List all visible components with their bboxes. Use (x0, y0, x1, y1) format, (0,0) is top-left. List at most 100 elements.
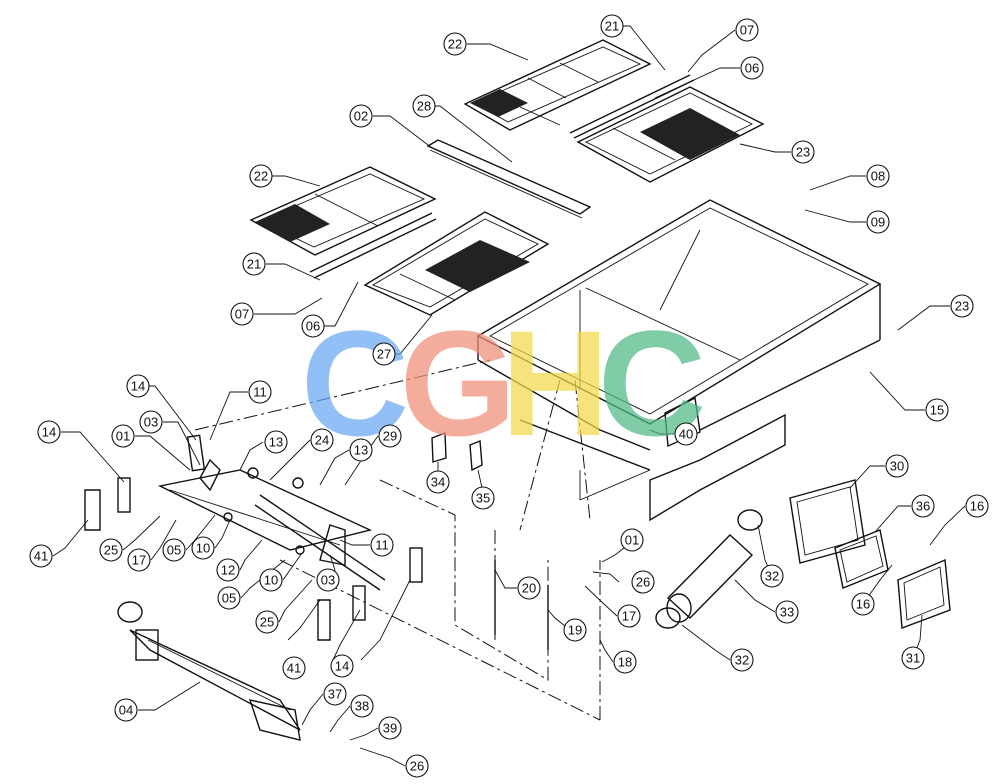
part-callout-12: 12 (216, 558, 240, 582)
part-callout-03: 03 (139, 410, 163, 434)
part-callout-11: 11 (248, 380, 272, 404)
part-callout-25: 25 (99, 538, 123, 562)
part-callout-15: 15 (925, 398, 949, 422)
cylinder-33 (666, 534, 754, 623)
part-callout-13: 13 (349, 438, 373, 462)
rail-center-28 (426, 139, 592, 219)
part-callout-label: 06 (306, 319, 320, 334)
part-callout-label: 38 (355, 699, 369, 714)
part-callout-label: 40 (679, 427, 693, 442)
part-callout-19: 19 (563, 618, 587, 642)
part-callout-label: 29 (383, 429, 397, 444)
part-callout-21: 21 (600, 14, 624, 38)
part-callout-label: 16 (856, 597, 870, 612)
part-callout-22: 22 (443, 32, 467, 56)
part-callout-34: 34 (426, 470, 450, 494)
part-callout-label: 41 (287, 661, 301, 676)
end-cap-32-upper (737, 509, 763, 531)
part-callout-label: 26 (410, 759, 424, 774)
part-callout-label: 17 (622, 609, 636, 624)
part-callout-label: 02 (354, 109, 368, 124)
part-callout-label: 13 (354, 443, 368, 458)
part-callout-label: 35 (476, 491, 490, 506)
part-callout-label: 22 (254, 169, 268, 184)
part-callout-14: 14 (126, 374, 150, 398)
part-callout-label: 37 (328, 687, 342, 702)
part-callout-label: 32 (735, 653, 749, 668)
part-callout-label: 03 (144, 415, 158, 430)
auger-assembly (117, 601, 301, 741)
part-callout-38: 38 (350, 694, 374, 718)
part-callout-01: 01 (111, 424, 135, 448)
part-callout-label: 16 (970, 499, 984, 514)
part-callout-02: 02 (349, 104, 373, 128)
part-callout-41: 41 (282, 656, 306, 680)
part-callout-05: 05 (162, 538, 186, 562)
side-panel-30 (789, 479, 866, 564)
part-callout-label: 11 (375, 538, 389, 553)
part-callout-label: 41 (34, 549, 48, 564)
part-callout-32: 32 (760, 564, 784, 588)
part-callout-31: 31 (901, 646, 925, 670)
bracket-34 (431, 431, 447, 463)
part-callout-label: 36 (916, 499, 930, 514)
part-callout-28: 28 (412, 94, 436, 118)
part-callout-label: 13 (269, 435, 283, 450)
part-callout-label: 04 (119, 703, 133, 718)
cover-plate-31 (897, 558, 951, 629)
grate-panel-left-upper (249, 166, 437, 256)
part-callout-label: 01 (116, 429, 130, 444)
part-callout-label: 05 (167, 543, 181, 558)
part-callout-16: 16 (965, 494, 989, 518)
part-callout-07: 07 (230, 302, 254, 326)
part-callout-05: 05 (217, 586, 241, 610)
part-callout-08: 08 (866, 164, 890, 188)
part-callout-39: 39 (378, 716, 402, 740)
part-callout-07: 07 (735, 18, 759, 42)
part-callout-14: 14 (37, 420, 61, 444)
part-callout-36: 36 (911, 494, 935, 518)
part-callout-label: 12 (221, 563, 235, 578)
part-callout-23: 23 (950, 294, 974, 318)
part-callout-09: 09 (866, 210, 890, 234)
part-callout-label: 14 (42, 425, 56, 440)
part-callout-30: 30 (885, 454, 909, 478)
grate-panel-top-left (463, 39, 652, 131)
part-callout-33: 33 (775, 600, 799, 624)
part-callout-20: 20 (517, 576, 541, 600)
part-callout-label: 14 (131, 379, 145, 394)
bracket-40 (664, 396, 701, 448)
part-callout-label: 34 (431, 475, 445, 490)
part-callout-label: 28 (417, 99, 431, 114)
grate-panel-left-lower (363, 211, 550, 316)
part-callout-label: 15 (930, 403, 944, 418)
part-callout-label: 17 (132, 553, 146, 568)
part-callout-label: 07 (740, 23, 754, 38)
end-cap-32-lower (655, 607, 681, 629)
part-callout-label: 11 (253, 385, 267, 400)
part-callout-label: 10 (196, 541, 210, 556)
part-callout-24: 24 (310, 428, 334, 452)
part-callout-13: 13 (264, 430, 288, 454)
part-callout-label: 09 (871, 215, 885, 230)
part-callout-35: 35 (471, 486, 495, 510)
part-callout-40: 40 (674, 422, 698, 446)
callout-balloons: 22 21 07 06 28 02 23 22 08 09 21 07 06 23 27 14 11 15 14 01… (29, 14, 989, 778)
part-callout-23: 23 (791, 140, 815, 164)
part-callout-06: 06 (740, 56, 764, 80)
part-callout-25: 25 (255, 610, 279, 634)
part-callout-label: 39 (383, 721, 397, 736)
part-callout-label: 23 (955, 299, 969, 314)
part-callout-label: 33 (780, 605, 794, 620)
part-callout-11: 11 (370, 533, 394, 557)
part-callout-label: 19 (568, 623, 582, 638)
part-callout-label: 23 (796, 145, 810, 160)
part-callout-label: 26 (636, 575, 650, 590)
part-callout-label: 27 (377, 347, 391, 362)
part-callout-41: 41 (29, 544, 53, 568)
part-callout-label: 21 (247, 257, 261, 272)
part-callout-32: 32 (730, 648, 754, 672)
part-callout-14: 14 (330, 654, 354, 678)
part-callout-18: 18 (613, 650, 637, 674)
